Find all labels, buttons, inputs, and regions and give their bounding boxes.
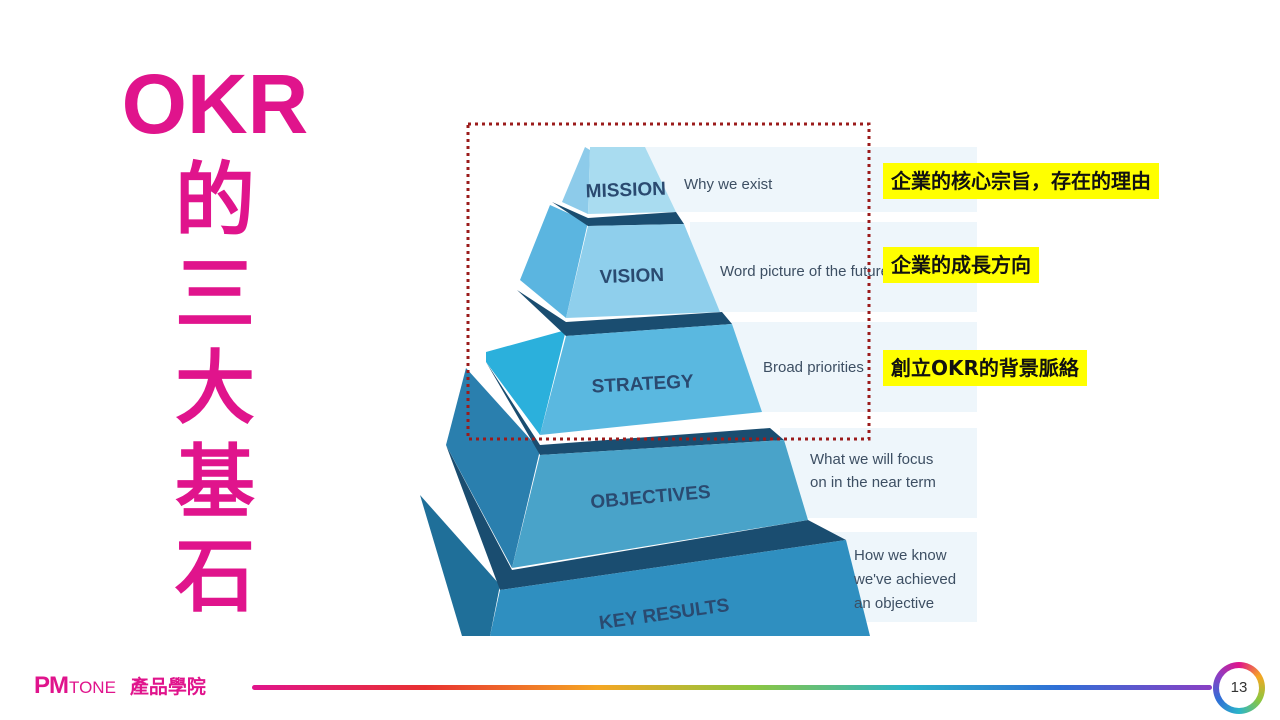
title-char: 基 (175, 436, 255, 529)
page-number-badge: 13 (1213, 662, 1265, 714)
desc-band-objectives (780, 428, 977, 518)
level-desc-key-results: an objective (854, 595, 934, 612)
tier-mission-side (562, 147, 590, 214)
tier-vision-side (520, 205, 588, 318)
tier-key-results-side (420, 495, 500, 636)
level-desc-mission: Why we exist (684, 176, 773, 193)
slide-title: OKR 的 三 大 基 石 (110, 62, 320, 624)
tier-vision-shadow (552, 202, 684, 226)
tier-vision-face (566, 224, 720, 318)
level-desc-objectives: What we will focus (810, 451, 933, 468)
tier-strategy-face (540, 324, 762, 435)
title-char: 三 (175, 248, 255, 341)
level-label-mission: MISSION (585, 179, 666, 203)
title-char: 大 (175, 342, 255, 435)
tier-objectives-face (512, 440, 808, 568)
tier-objectives-side (446, 368, 540, 568)
level-desc-key-results: we've achieved (853, 571, 956, 588)
tier-strategy-shadow (517, 290, 732, 336)
level-desc-vision: Word picture of the future (720, 263, 889, 280)
page-number: 13 (1219, 668, 1259, 708)
tier-strategy-side (486, 330, 566, 435)
level-label-vision: VISION (599, 265, 664, 288)
logo-academy: 產品學院 (129, 676, 206, 698)
level-desc-objectives: on in the near term (810, 474, 936, 491)
highlight-box (466, 122, 871, 441)
logo-pm: PM (34, 672, 69, 699)
logo-tone: TONE (69, 678, 116, 697)
level-desc-key-results: How we know (854, 547, 947, 564)
footer-gradient-bar (252, 685, 1212, 690)
tier-key-results-shadow (446, 445, 846, 590)
annotation-mission: 企業的核心宗旨，存在的理由 (883, 163, 1159, 199)
tier-mission-face (588, 147, 676, 214)
level-desc-strategy: Broad priorities (763, 359, 864, 376)
annotation-strategy: 創立OKR的背景脈絡 (883, 350, 1087, 386)
title-okr: OKR (121, 57, 309, 151)
tier-key-results-face (490, 540, 870, 636)
title-char: 的 (175, 154, 255, 247)
title-char: 石 (175, 530, 255, 623)
annotation-vision: 企業的成長方向 (883, 247, 1039, 283)
pmtone-logo: PM TONE 產品學院 (34, 672, 206, 702)
